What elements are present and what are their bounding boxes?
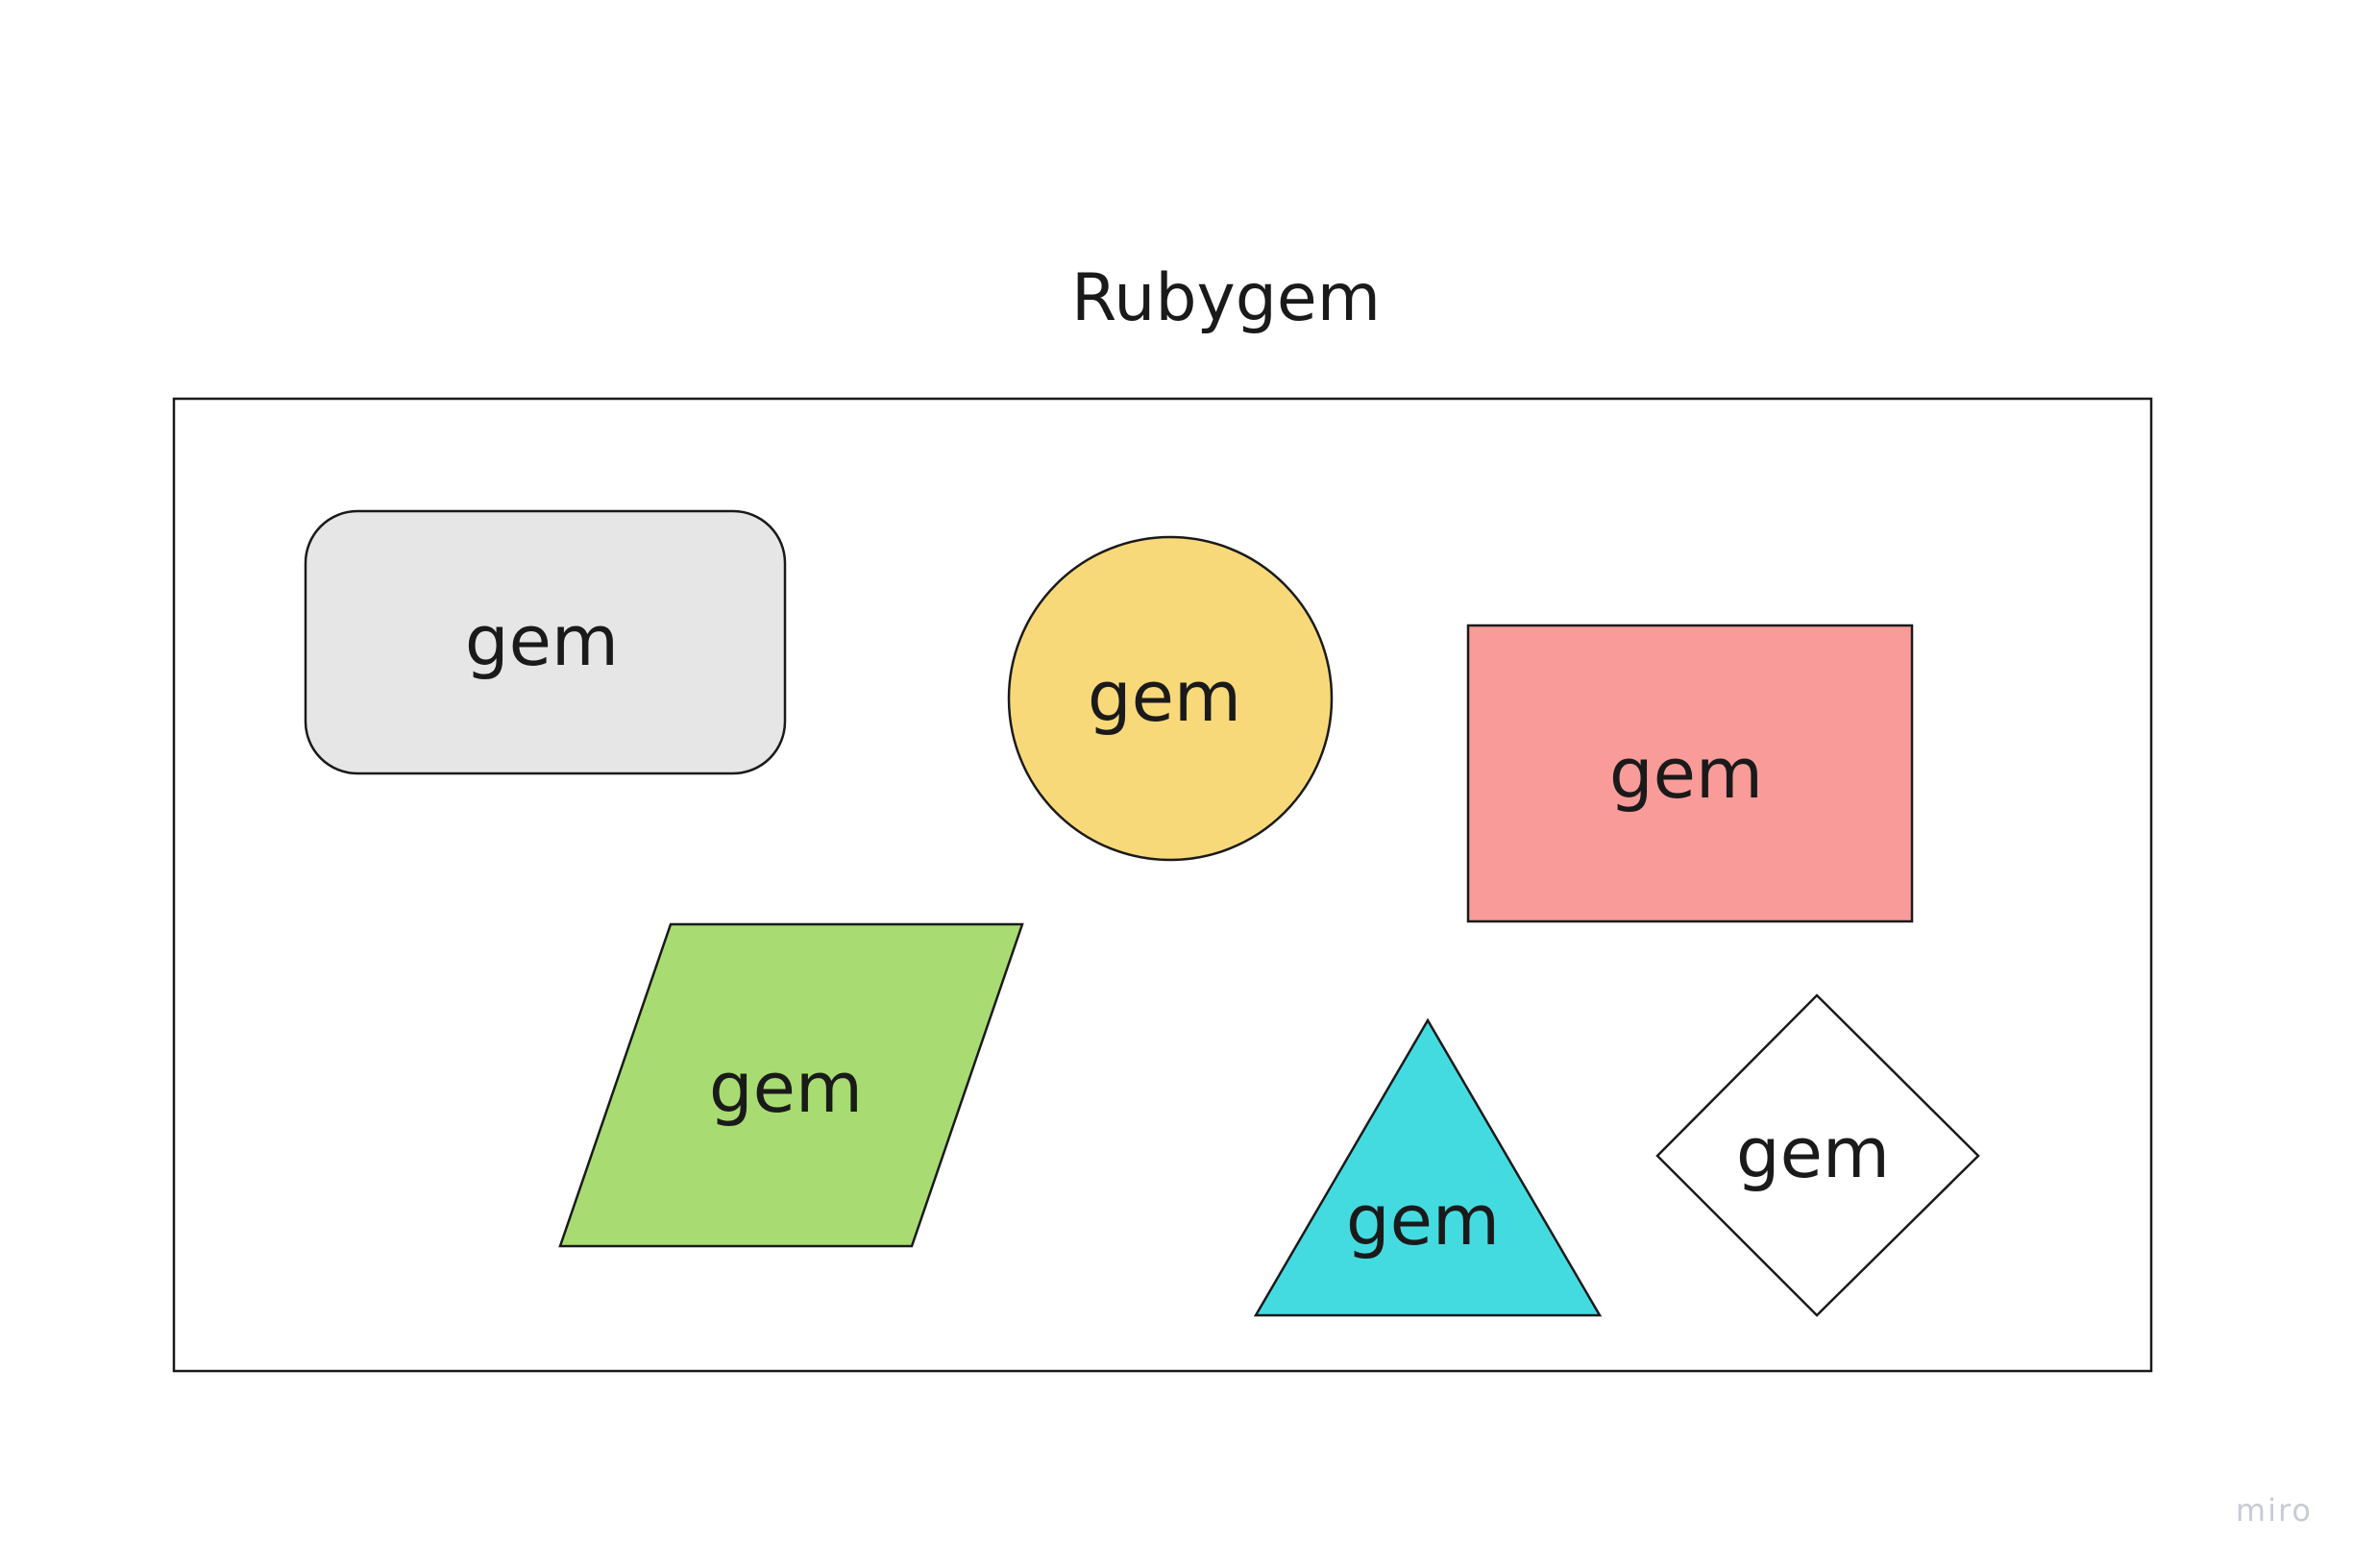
- parallelogram-label: gem: [709, 1047, 863, 1128]
- circle-label: gem: [1088, 656, 1241, 737]
- miro-watermark: miro: [2236, 1492, 2313, 1529]
- circle-node[interactable]: gem: [1007, 535, 1334, 862]
- rectangle-node[interactable]: gem: [1466, 624, 1914, 923]
- triangle-label: gem: [1346, 1180, 1500, 1261]
- diamond-label: gem: [1736, 1113, 1890, 1193]
- rectangle-label: gem: [1609, 733, 1763, 814]
- diamond-shape: [1655, 993, 1980, 1317]
- triangle-node[interactable]: gem: [1253, 1017, 1603, 1317]
- diagram-title: Rubygem: [1071, 260, 1381, 336]
- circle-shape: [1007, 535, 1334, 862]
- parallelogram-shape: [558, 922, 1024, 1248]
- rectangle-shape: [1466, 624, 1914, 923]
- triangle-shape: [1253, 1017, 1603, 1317]
- rounded-rect-label: gem: [465, 600, 619, 681]
- rounded-rect-shape: [304, 509, 787, 775]
- parallelogram-node[interactable]: gem: [558, 922, 1024, 1248]
- rounded-rect-node[interactable]: gem: [304, 509, 787, 775]
- diamond-node[interactable]: gem: [1655, 993, 1980, 1317]
